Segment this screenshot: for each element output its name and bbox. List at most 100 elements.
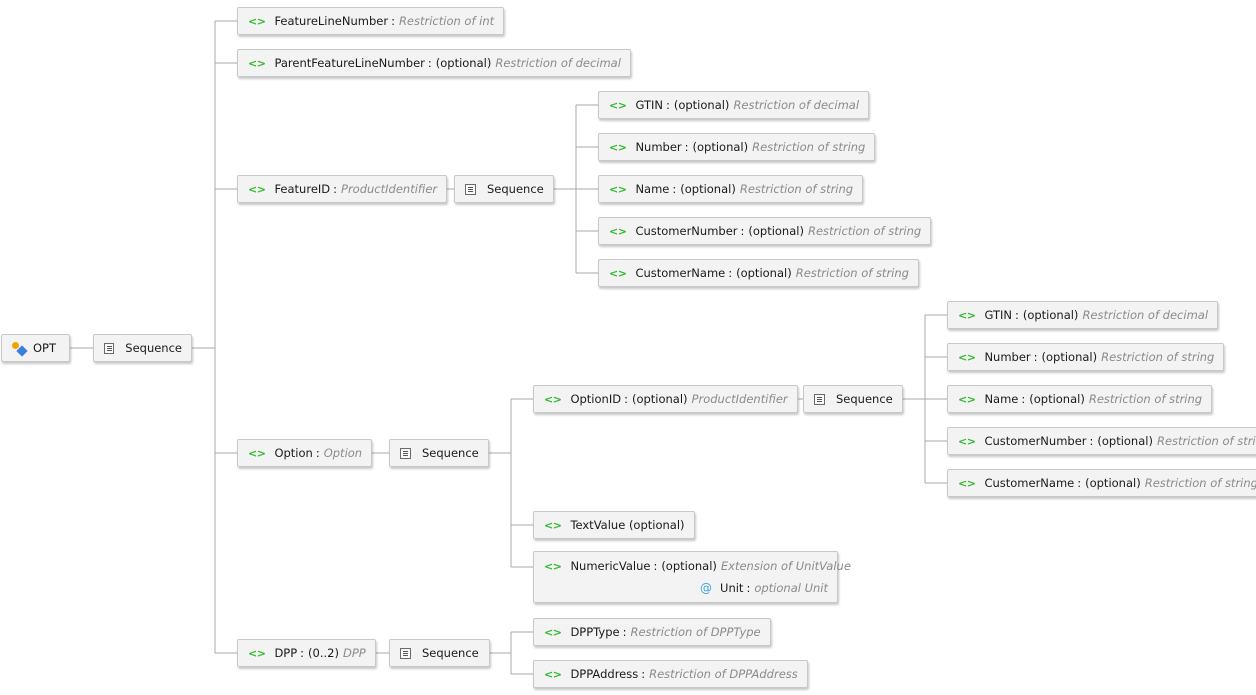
root-name: OPT — [33, 341, 57, 355]
sequence-node-option[interactable]: Sequence — [389, 439, 489, 467]
element-node-option-id[interactable]: <> OptionID: (optional) ProductIdentifie… — [533, 385, 798, 413]
attribute-row-unit[interactable]: @ Unit: optional Unit — [700, 581, 828, 595]
element-type: Option — [323, 446, 363, 460]
optional-label: (optional) — [628, 518, 685, 532]
element-name: NumericValue — [570, 559, 651, 573]
element-icon: <> — [544, 392, 562, 406]
sequence-node-main[interactable]: Sequence — [93, 334, 192, 362]
element-node-text-value[interactable]: <> TextValue (optional) — [533, 511, 695, 539]
element-icon: <> — [958, 476, 976, 490]
element-node-dpp-type[interactable]: <> DPPType: Restriction of DPPType — [533, 618, 771, 646]
element-type: Restriction of decimal — [495, 56, 621, 70]
element-node-customer-number[interactable]: <> CustomerNumber: (optional) Restrictio… — [947, 427, 1256, 455]
element-name: FeatureLineNumber — [274, 14, 389, 28]
element-node-feature-id[interactable]: <> FeatureID: ProductIdentifier — [237, 175, 448, 203]
element-type: Restriction of string — [1144, 476, 1256, 490]
element-node-dpp[interactable]: <> DPP: (0..2) DPP — [237, 639, 376, 667]
attribute-type: optional Unit — [754, 581, 828, 595]
element-type: Restriction of string — [739, 182, 854, 196]
element-icon: <> — [248, 182, 266, 196]
element-name: GTIN — [635, 98, 663, 112]
element-node-dpp-address[interactable]: <> DPPAddress: Restriction of DPPAddress — [533, 660, 808, 688]
element-icon: <> — [248, 646, 266, 660]
element-type: Restriction of string — [1101, 350, 1215, 364]
element-icon: <> — [248, 446, 266, 460]
complex-type-icon — [12, 341, 28, 357]
element-name: TextValue — [570, 518, 626, 532]
element-type: Restriction of string — [1088, 392, 1203, 406]
element-type: Restriction of string — [795, 266, 909, 280]
element-node-customer-name[interactable]: <> CustomerName: (optional) Restriction … — [598, 259, 919, 287]
element-name: Number — [984, 350, 1031, 364]
root-node-opt[interactable]: OPT — [1, 334, 70, 362]
sequence-node-option-id[interactable]: Sequence — [803, 385, 903, 413]
element-type: ProductIdentifier — [691, 392, 788, 406]
optional-label: (optional) — [680, 182, 736, 196]
element-name: CustomerNumber — [984, 434, 1087, 448]
sequence-icon — [400, 647, 411, 659]
element-type: Restriction of DPPType — [630, 625, 761, 639]
element-name: DPPAddress — [570, 667, 639, 681]
sequence-icon — [104, 342, 115, 354]
element-name: CustomerName — [984, 476, 1075, 490]
element-name: Name — [984, 392, 1019, 406]
element-type: Restriction of string — [752, 140, 866, 154]
element-name: Number — [635, 140, 682, 154]
element-name: FeatureID — [274, 182, 331, 196]
element-node-name[interactable]: <> Name: (optional) Restriction of strin… — [947, 385, 1213, 413]
optional-label: (optional) — [1085, 476, 1141, 490]
sequence-node-dpp[interactable]: Sequence — [389, 639, 490, 667]
element-icon: <> — [609, 98, 627, 112]
element-icon: <> — [958, 392, 976, 406]
element-node-gtin[interactable]: <> GTIN: (optional) Restriction of decim… — [598, 91, 870, 119]
optional-label: (optional) — [661, 559, 717, 573]
element-icon: <> — [248, 14, 266, 28]
optional-label: (optional) — [1029, 392, 1085, 406]
sequence-label: Sequence — [487, 182, 544, 196]
sequence-icon — [814, 393, 825, 405]
element-type: Extension of UnitValue — [720, 559, 851, 573]
sequence-icon — [465, 183, 476, 195]
sequence-icon — [400, 447, 411, 459]
element-name: CustomerName — [635, 266, 726, 280]
optional-label: (optional) — [631, 392, 688, 406]
element-type: ProductIdentifier — [341, 182, 438, 196]
element-node-feature-line-number[interactable]: <> FeatureLineNumber: Restriction of int — [237, 7, 505, 35]
element-node-name[interactable]: <> Name: (optional) Restriction of strin… — [598, 175, 864, 203]
element-icon: <> — [544, 667, 562, 681]
element-icon: <> — [958, 308, 976, 322]
occurrence-label: (0..2) — [308, 646, 339, 660]
element-node-number[interactable]: <> Number: (optional) Restriction of str… — [947, 343, 1225, 371]
element-name: Name — [635, 182, 670, 196]
element-node-customer-number[interactable]: <> CustomerNumber: (optional) Restrictio… — [598, 217, 932, 245]
optional-label: (optional) — [673, 98, 730, 112]
element-node-option[interactable]: <> Option: Option — [237, 439, 373, 467]
sequence-node-feature-id[interactable]: Sequence — [454, 175, 554, 203]
element-icon: <> — [248, 56, 266, 70]
element-icon: <> — [609, 224, 627, 238]
optional-label: (optional) — [1097, 434, 1153, 448]
element-icon: <> — [609, 182, 627, 196]
element-node-customer-name[interactable]: <> CustomerName: (optional) Restriction … — [947, 469, 1256, 497]
attribute-icon: @ — [700, 581, 713, 595]
element-icon: <> — [958, 434, 976, 448]
optional-label: (optional) — [692, 140, 749, 154]
sequence-label: Sequence — [125, 341, 182, 355]
element-icon: <> — [544, 518, 562, 532]
optional-label: (optional) — [1041, 350, 1098, 364]
optional-label: (optional) — [748, 224, 804, 238]
attribute-name: Unit — [720, 581, 744, 595]
element-name: DPP — [274, 646, 298, 660]
element-type: Restriction of DPPAddress — [649, 667, 798, 681]
element-name: ParentFeatureLineNumber — [274, 56, 425, 70]
element-node-number[interactable]: <> Number: (optional) Restriction of str… — [598, 133, 876, 161]
element-type: Restriction of string — [1156, 434, 1256, 448]
optional-label: (optional) — [1022, 308, 1079, 322]
element-node-parent-feature-line-number[interactable]: <> ParentFeatureLineNumber: (optional) R… — [237, 49, 631, 77]
element-type: Restriction of decimal — [733, 98, 860, 112]
element-name: CustomerNumber — [635, 224, 738, 238]
sequence-label: Sequence — [422, 446, 479, 460]
element-node-numeric-value[interactable]: <> NumericValue: (optional) Extension of… — [533, 551, 851, 603]
element-node-gtin[interactable]: <> GTIN: (optional) Restriction of decim… — [947, 301, 1219, 329]
element-icon: <> — [609, 266, 627, 280]
